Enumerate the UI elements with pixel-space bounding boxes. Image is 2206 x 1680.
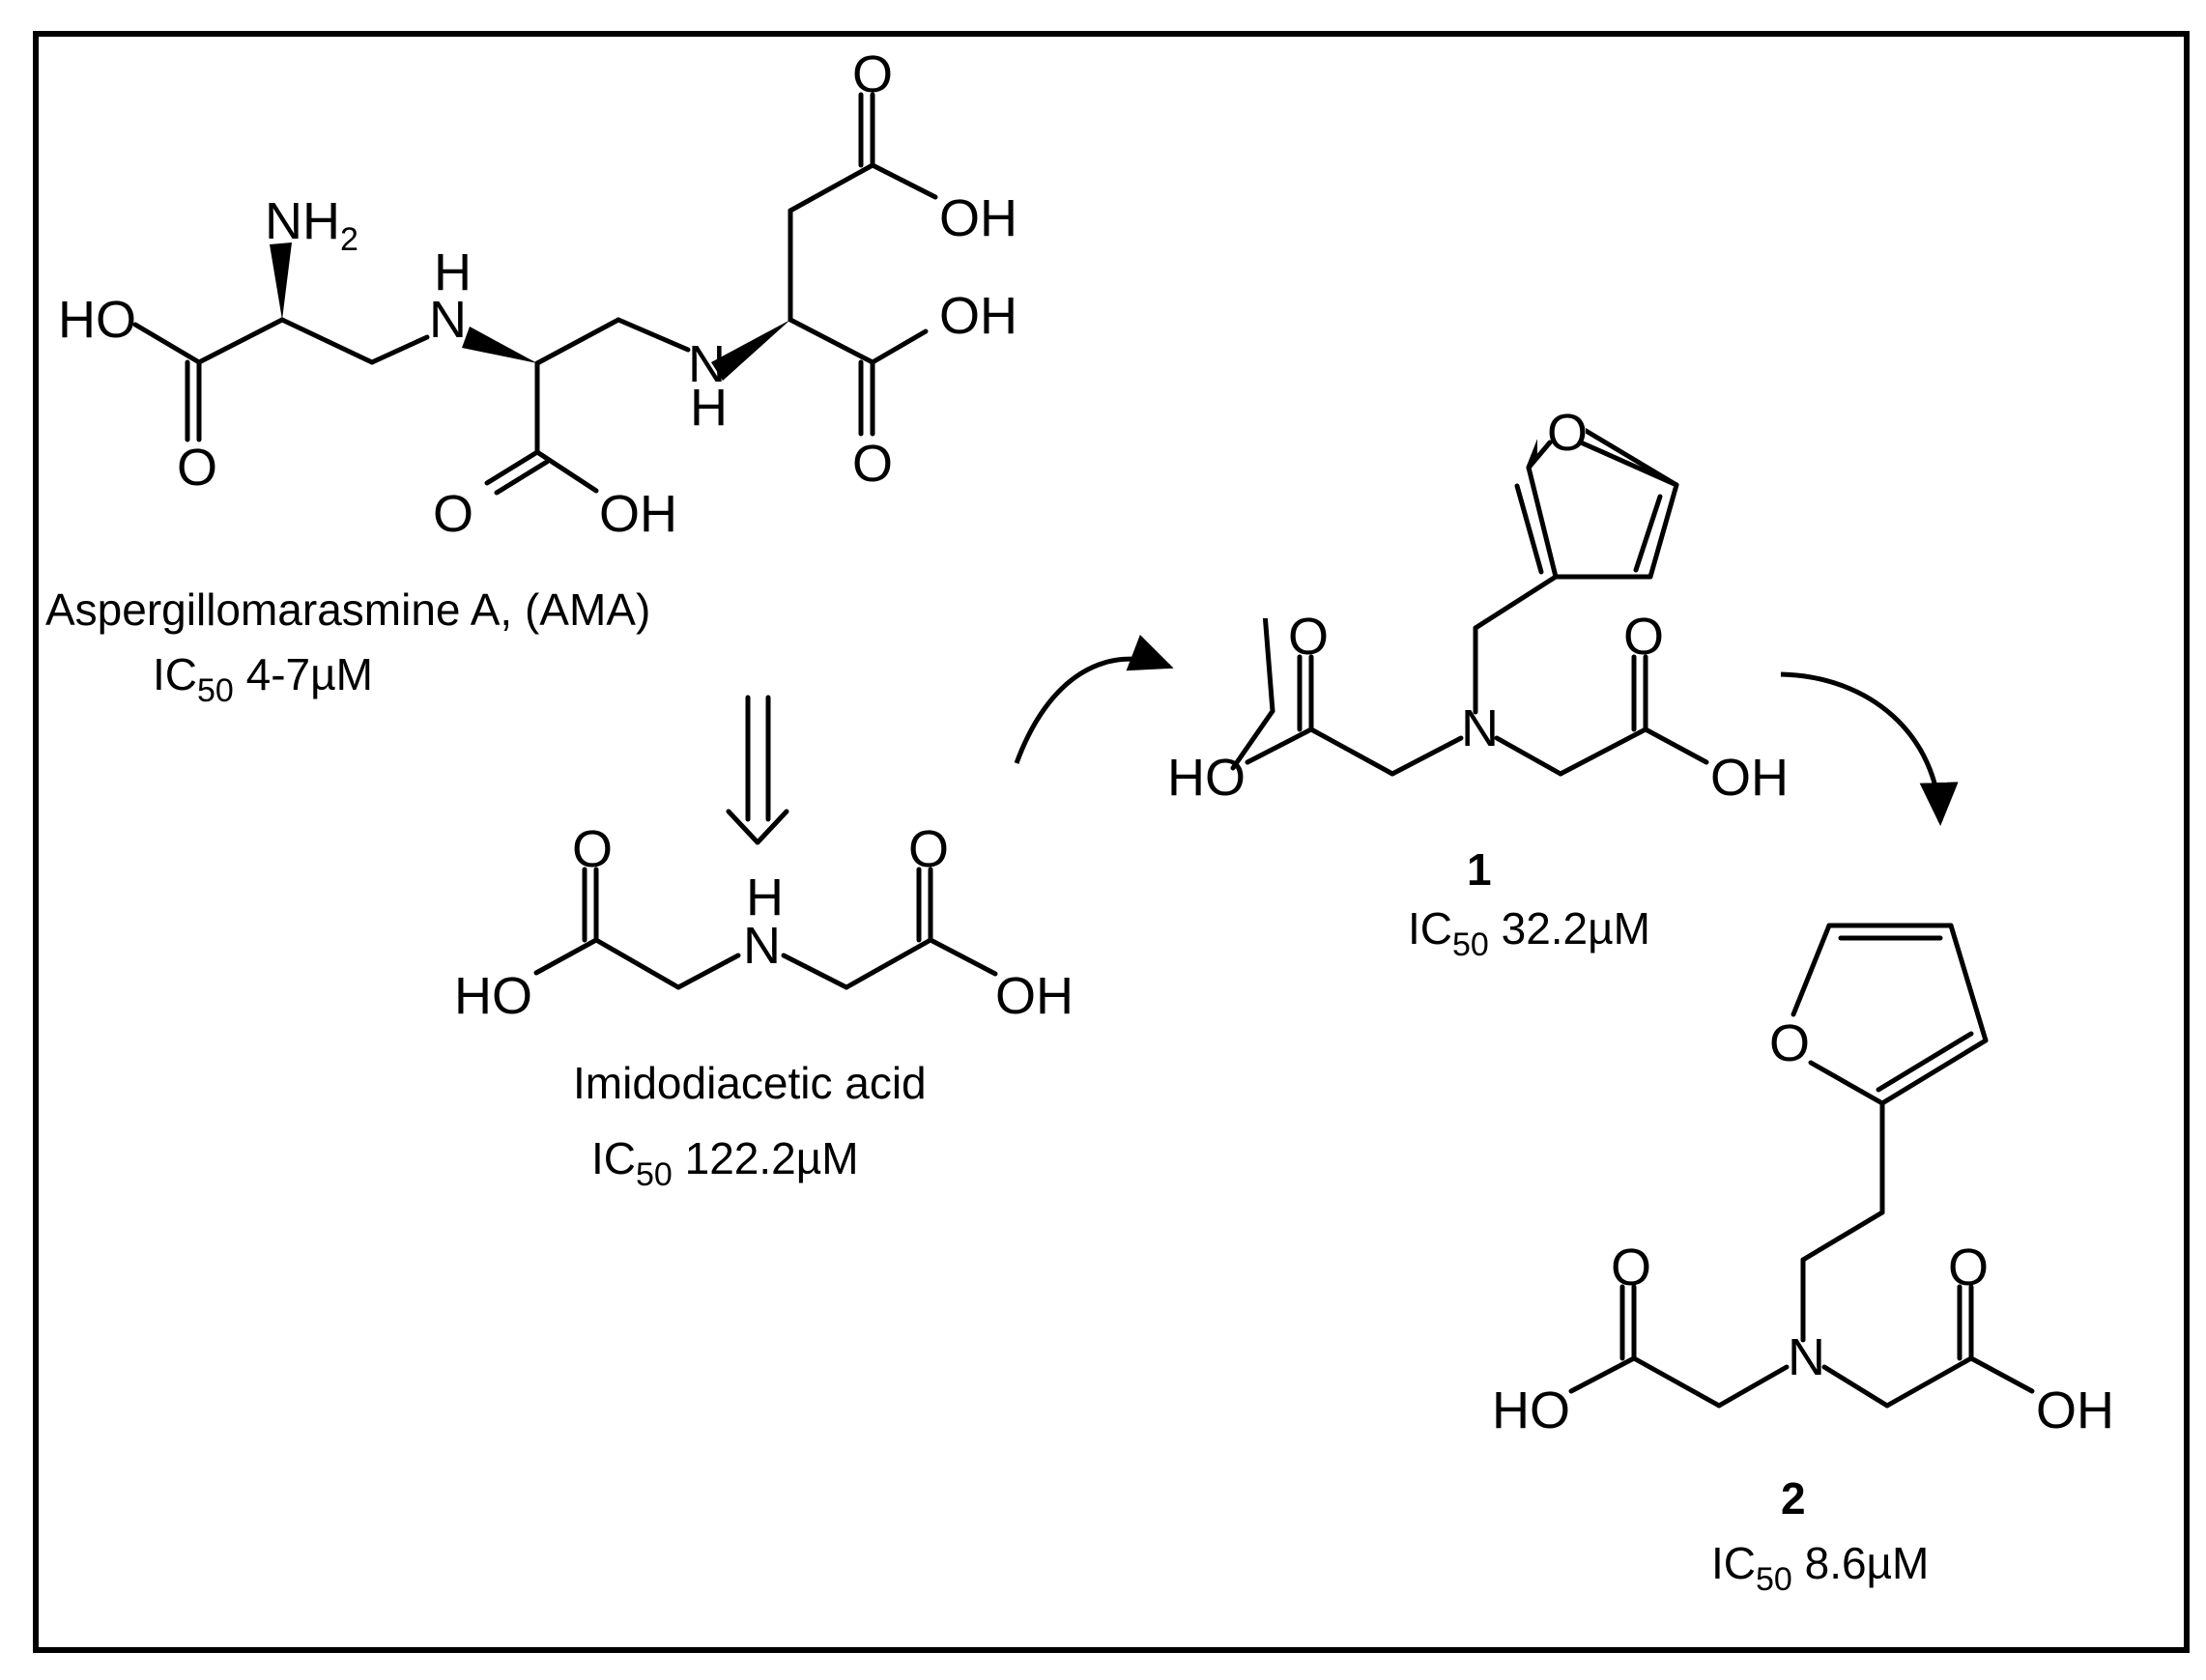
ida-o-label-1: O xyxy=(572,820,613,878)
compound-2-ic50: IC50 8.6µM xyxy=(1711,1538,1929,1598)
ama-ho-label: HO xyxy=(58,291,136,349)
ida-structure: O HO H N O OH Imidodiacetic acid IC50 12… xyxy=(454,820,1074,1193)
ama-h-label-1: H xyxy=(434,243,472,301)
compound-1-clean: O N O HO O OH 1 IC50 32.2µM xyxy=(1167,404,1789,963)
ida-o-label-2: O xyxy=(908,820,949,878)
compound-2-number: 2 xyxy=(1781,1473,1806,1523)
c1-n-label: N xyxy=(1461,699,1499,757)
compound-1-ic50: IC50 32.2µM xyxy=(1408,903,1650,963)
c1-o-label-1: O xyxy=(1288,608,1329,666)
ama-h-label-2: H xyxy=(690,379,728,437)
ama-oh-label-1: OH xyxy=(599,485,677,543)
ama-o-label-1: O xyxy=(177,439,217,497)
ida-n-label: N xyxy=(743,917,781,975)
c2-oh-label: OH xyxy=(2036,1381,2114,1439)
c1-oh-label: OH xyxy=(1710,749,1789,807)
compound-2-structure: O N O HO O OH 2 IC50 8.6µM xyxy=(1492,923,2114,1598)
ama-ic50: IC50 4-7µM xyxy=(153,649,373,709)
wedge-bond-2 xyxy=(462,327,537,363)
c2-o-label-1: O xyxy=(1611,1239,1651,1296)
c2-furan-o-label: O xyxy=(1769,1014,1810,1072)
ama-n-label-2: N xyxy=(688,335,726,393)
curved-arrow-to-compound-1 xyxy=(1014,634,1174,764)
wedge-bond-1 xyxy=(270,242,292,320)
ida-name: Imidodiacetic acid xyxy=(573,1058,927,1108)
ida-ho-label: HO xyxy=(454,967,532,1025)
ama-name: Aspergillomarasmine A, (AMA) xyxy=(45,584,650,635)
ida-ic50: IC50 122.2µM xyxy=(591,1133,859,1193)
ama-oh-label-3: OH xyxy=(939,287,1017,345)
ama-nh2-label: NH2 xyxy=(265,192,358,258)
compound-1-number: 1 xyxy=(1467,844,1492,895)
ama-o-label-3: O xyxy=(852,45,893,103)
ama-o-label-4: O xyxy=(852,435,893,493)
c2-ho-label: HO xyxy=(1492,1381,1570,1439)
ama-n-label-1: N xyxy=(429,291,467,349)
c2-o-label-2: O xyxy=(1948,1239,1989,1296)
ida-oh-label: OH xyxy=(995,967,1074,1025)
c1-furan-o-label: O xyxy=(1547,404,1588,462)
c2-n-label: N xyxy=(1788,1328,1825,1386)
retrosynthesis-arrow xyxy=(726,695,789,845)
wedge-bond-3 xyxy=(711,320,790,381)
ida-h-label: H xyxy=(746,868,784,926)
figure-frame xyxy=(33,31,2190,1653)
c1-o-label-2: O xyxy=(1623,608,1664,666)
ama-o-label-2: O xyxy=(433,485,473,543)
ama-structure: NH2 HO O H N O OH N H O OH OH O Aspergil… xyxy=(45,45,1017,709)
c1-ho-label: HO xyxy=(1167,749,1246,807)
curved-arrow-to-compound-2 xyxy=(1780,671,1959,826)
ama-oh-label-2: OH xyxy=(939,189,1017,247)
